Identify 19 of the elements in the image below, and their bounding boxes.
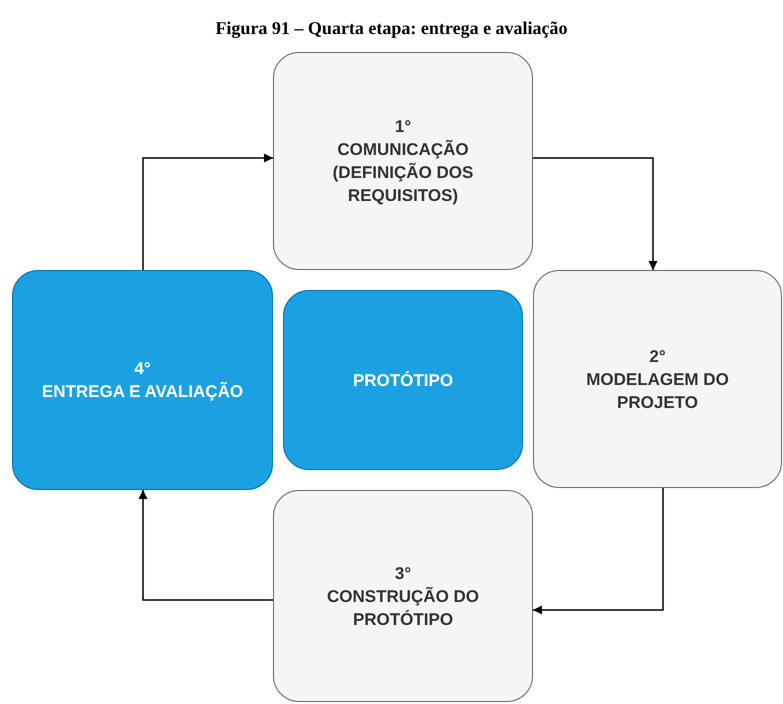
stage-box: [273, 490, 533, 702]
step-label: COMUNICAÇÃO (DEFINIÇÃO DOS REQUISITOS): [332, 138, 474, 207]
stage-box: [12, 270, 273, 490]
center-box: [283, 290, 523, 470]
step-label: CONSTRUÇÃO DO PROTÓTIPO: [326, 586, 480, 630]
step-number: 3°: [394, 562, 412, 584]
step-label: ENTREGA E AVALIAÇÃO: [42, 380, 244, 403]
step-label: PROTÓTIPO: [352, 370, 454, 392]
arrow: [138, 490, 273, 601]
arrow: [533, 157, 658, 270]
arrow: [533, 488, 664, 614]
step-number: 1°: [394, 116, 412, 138]
step-label: MODELAGEM DO PROJETO: [585, 368, 730, 414]
step-number: 4°: [134, 358, 151, 380]
figure-title: Figura 91 – Quarta etapa: entrega e avaliação: [214, 18, 569, 39]
step-number: 2°: [649, 346, 666, 368]
arrow: [142, 154, 273, 270]
stage-box: [533, 270, 782, 488]
stage-box: [273, 52, 533, 270]
